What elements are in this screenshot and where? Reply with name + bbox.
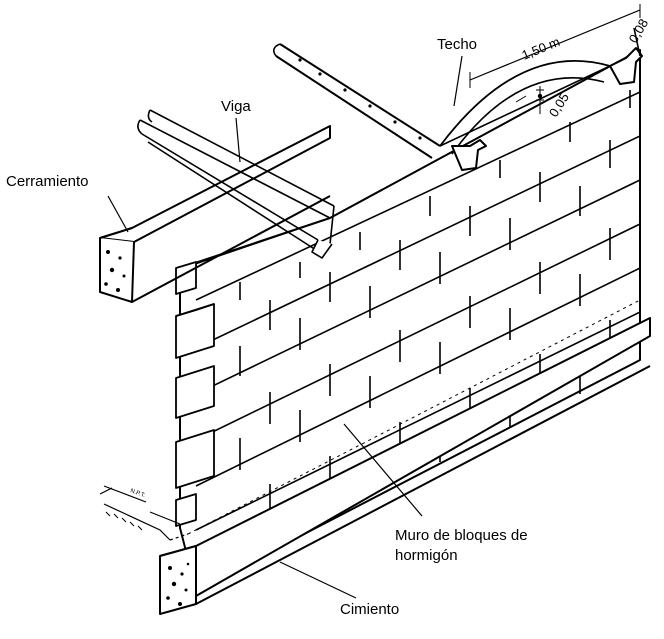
leader-lines (107, 55, 463, 599)
leader-cerramiento (107, 195, 129, 233)
label-techo: Techo (437, 36, 477, 53)
steel-beam-viga (137, 109, 335, 259)
ground-level-marker (99, 299, 641, 541)
roof-techo (272, 4, 643, 171)
concrete-block-wall (179, 49, 641, 591)
wall-toothing-blocks (175, 261, 215, 527)
dimension-thickness-top: 0,08 (626, 16, 652, 45)
bond-beam-cerramiento (99, 125, 331, 303)
label-muro-line1: Muro de bloques de (395, 527, 528, 544)
ground-level-label: N.P.T. (129, 488, 146, 499)
leader-techo (453, 55, 463, 107)
label-viga: Viga (221, 98, 251, 115)
leader-cimiento (279, 561, 357, 599)
label-muro-line2: hormigón (395, 547, 458, 564)
leader-viga (235, 117, 241, 163)
foundation-beam (159, 317, 651, 615)
label-cerramiento: Cerramiento (6, 173, 89, 190)
dimension-span: 1,50 m (520, 34, 562, 63)
leader-muro (343, 423, 423, 517)
label-cimiento: Cimiento (340, 601, 399, 618)
